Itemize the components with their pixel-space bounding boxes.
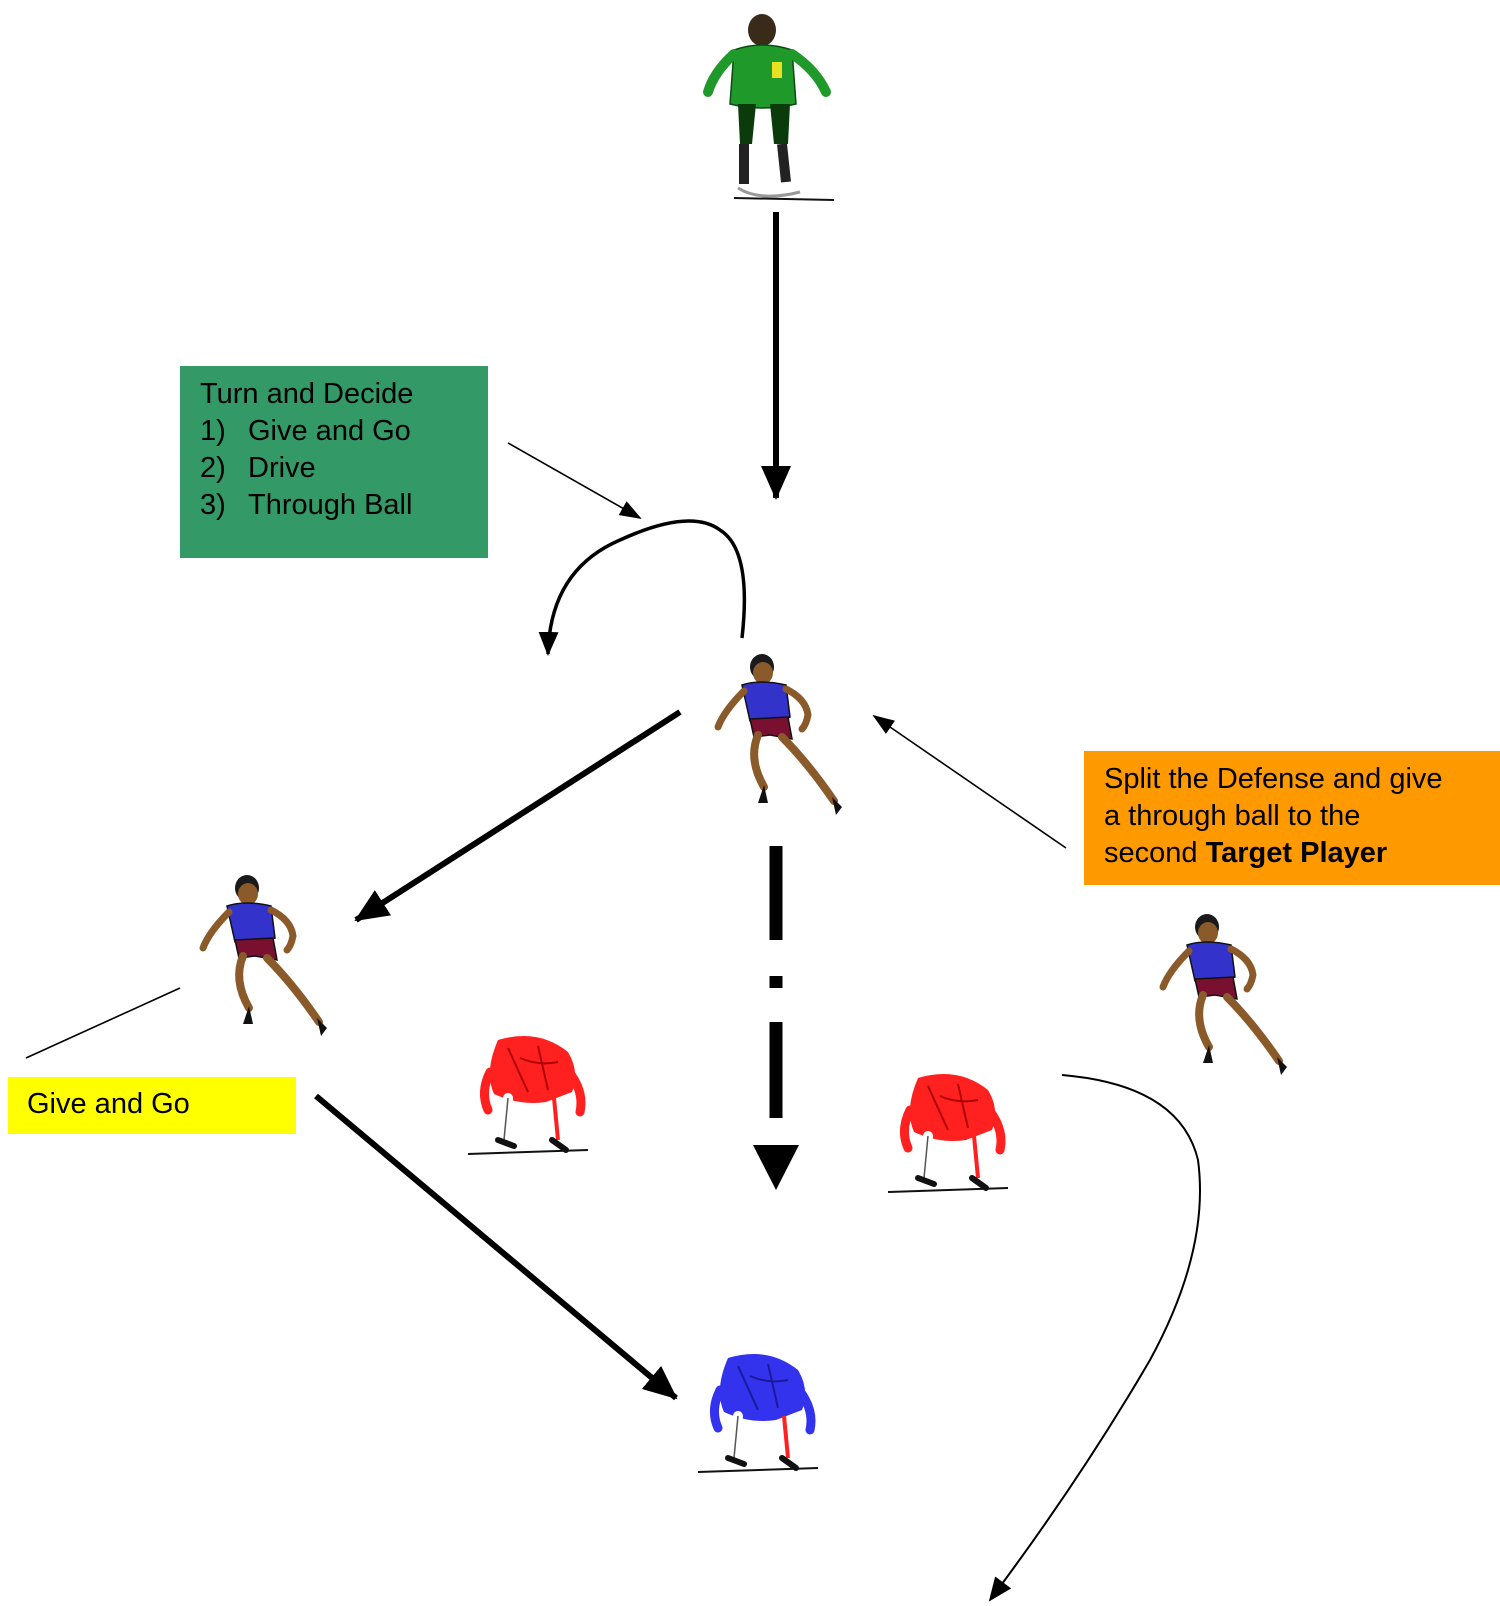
decision-option-give-and-go: 1) Give and Go [200,415,411,447]
defender-right-figure [888,1074,1008,1192]
split-defense-line-3: second Target Player [1104,837,1388,869]
turn-and-decide-callout: Turn and Decide 1) Give and Go 2) Drive … [180,366,488,558]
decision-option-drive: 2) Drive [200,452,316,484]
second-target-player-figure [698,1354,818,1472]
decision-option-through-ball: 3) Through Ball [200,489,413,521]
attacker-right-figure [1163,914,1287,1075]
attacker-center-figure [718,654,842,815]
split-defense-line-2: a through ball to the [1104,800,1361,832]
overlap-run-curve-arrow [988,1074,1201,1602]
split-defense-callout: Split the Defense and give a through bal… [1084,751,1500,885]
defender-left-figure [468,1036,588,1154]
turn-curve-arrow [538,519,747,656]
target-player-emphasis: Target Player [1205,837,1388,869]
turn-callout-pointer [507,442,642,519]
pass-left-arrow [354,709,682,923]
give-and-go-pointer [25,987,181,1059]
decision-options-list: 1) Give and Go 2) Drive 3) Through Ball [200,413,488,524]
through-ball-arrow [753,846,799,1190]
split-defense-line-1: Split the Defense and give [1104,763,1443,795]
give-and-go-run-arrow [314,1093,678,1401]
give-and-go-label: Give and Go [8,1077,296,1134]
turn-and-decide-title: Turn and Decide [200,378,414,410]
attacker-left-figure [203,875,327,1036]
split-callout-pointer [872,714,1067,849]
target-player-top-figure [708,14,834,200]
